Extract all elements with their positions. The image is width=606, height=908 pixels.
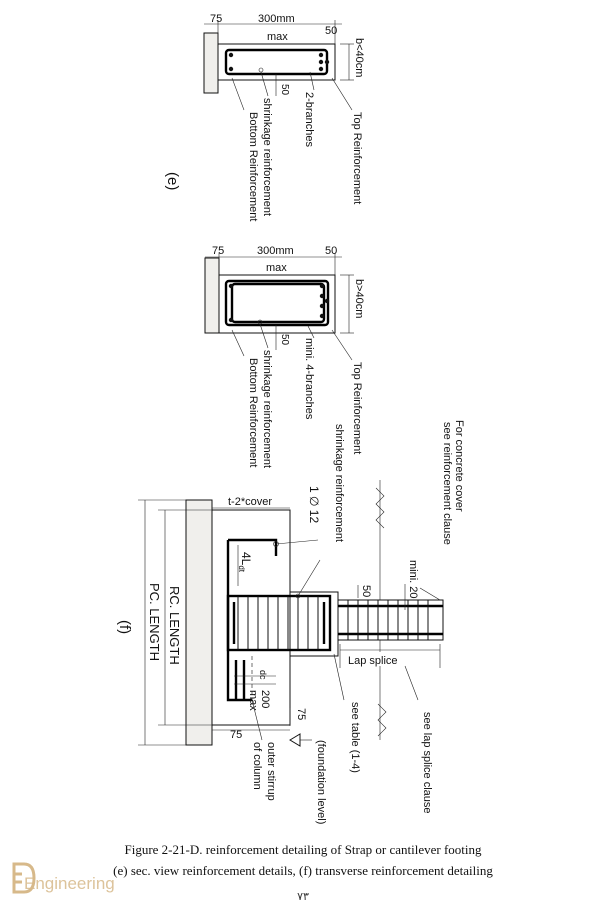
section-second-beam — [218, 274, 336, 334]
section-f-200: 200 — [259, 690, 271, 708]
section-e-wall — [203, 32, 219, 94]
section-f-see-table: see table (1-4) — [349, 702, 361, 773]
section-second-dim-left: 75 — [212, 245, 224, 257]
section-f-ties — [237, 596, 319, 650]
section-e-beam — [217, 43, 336, 81]
section-f-lap-splice: Lap splice — [348, 655, 398, 667]
section-f-75-left: 75 — [230, 729, 242, 741]
section-second-shrinkage: shrinkage reinforcement — [261, 350, 273, 468]
section-second-stirrup-outer — [224, 279, 330, 327]
section-e-dim-inner: 50 — [279, 84, 290, 96]
page-number: ٧٣ — [297, 890, 309, 903]
section-f-concrete-cover-2: see reinforcement clause — [441, 422, 453, 545]
section-f-dc: dc — [258, 670, 268, 680]
section-second-branches: mini. 4-branches — [303, 338, 315, 420]
section-f-beam-ties — [347, 600, 429, 640]
section-f-see-lap: see lap splice clause — [421, 712, 433, 814]
section-e-bottom: Bottom Reinforcement — [247, 112, 259, 221]
detail-drawing: 75 300mm max 50 b<40cm 50 2-branches Top… — [116, 13, 465, 824]
figure-caption-line2: (e) sec. view reinforcement details, (f)… — [113, 863, 493, 878]
section-f-outer-1: outer stirrup — [265, 742, 277, 801]
section-e-top: Top Reinforcement — [351, 112, 363, 204]
section-second-wall — [204, 257, 220, 334]
section-f-ldt: 4Ldt — [237, 552, 253, 573]
section-second-top: Top Reinforcement — [351, 362, 363, 454]
section-f-fifty: 50 — [360, 585, 372, 597]
section-second-dim-max: max — [266, 262, 287, 274]
logo-icon — [12, 862, 36, 894]
section-f-level-marker — [289, 733, 301, 747]
section-e-branches: 2-branches — [303, 92, 315, 148]
section-second: 75 300mm max 50 b>40cm 50 mini. 4-branch… — [204, 245, 365, 468]
section-e-shrinkage: shrinkage reinforcement — [261, 98, 273, 216]
section-f-concrete-cover-1: For concrete cover — [453, 420, 465, 512]
section-f-label: (f) — [116, 620, 133, 634]
section-f-top-hook — [228, 538, 278, 556]
section-f-max: max — [247, 690, 259, 711]
section-f-strap-beam — [337, 599, 444, 641]
section-second-dim-height: b>40cm — [353, 279, 365, 318]
section-f: t-2*cover PC. LENGTH RC. LENGTH (f) — [116, 420, 465, 824]
section-second-dim-inner: 50 — [279, 334, 290, 346]
section-e-dim-middle: 300mm — [258, 13, 295, 25]
section-e: 75 300mm max 50 b<40cm 50 2-branches Top… — [164, 13, 365, 221]
section-f-foundation: (foundation level) — [315, 740, 327, 824]
figure-caption-line1: Figure 2-21-D. reinforcement detailing o… — [124, 842, 482, 857]
watermark-logo: Engineering — [6, 858, 156, 898]
section-second-bottom: Bottom Reinforcement — [247, 358, 259, 467]
section-e-dim-left: 75 — [210, 13, 222, 25]
section-f-shrinkage: shrinkage reinforcement — [333, 424, 345, 542]
section-f-75-right: 75 — [295, 708, 307, 720]
section-second-stirrup-inner — [230, 282, 326, 324]
section-f-bar: 1 ∅ 12 — [307, 486, 321, 523]
section-f-rc-length: RC. LENGTH — [167, 586, 182, 665]
section-e-dim-max: max — [267, 31, 288, 43]
section-f-strap-cage — [226, 594, 332, 652]
section-f-pc-length: PC. LENGTH — [147, 583, 162, 661]
watermark-text: Engineering — [24, 874, 115, 893]
section-e-label: (e) — [164, 172, 181, 190]
section-e-dim-right: 50 — [325, 25, 337, 37]
section-f-break-bottom — [377, 703, 387, 737]
section-f-mini: mini. 20 — [407, 560, 419, 599]
section-f-outer-2: of column — [251, 742, 263, 790]
section-f-cover: t-2*cover — [228, 496, 272, 508]
section-e-dim-height: b<40cm — [353, 38, 365, 77]
section-second-dim-middle: 300mm — [257, 245, 294, 257]
section-second-dim-right: 50 — [325, 245, 337, 257]
section-e-stirrup — [224, 48, 329, 76]
section-f-pc-base — [185, 499, 213, 746]
